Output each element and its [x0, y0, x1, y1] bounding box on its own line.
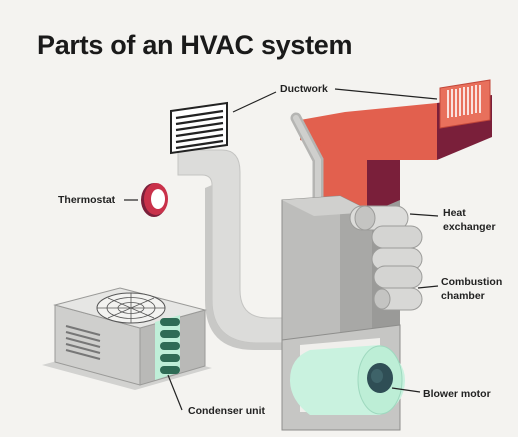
flue-pipe	[290, 112, 324, 206]
label-condenser-unit: Condenser unit	[188, 405, 266, 417]
label-thermostat: Thermostat	[58, 194, 116, 206]
callout-ductwork-left	[232, 91, 277, 113]
callout-heat-exchanger	[409, 213, 439, 217]
page-title: Parts of an HVAC system	[37, 30, 353, 60]
return-duct	[177, 149, 291, 350]
callout-lines	[124, 88, 439, 411]
vent-grille-icon	[170, 101, 228, 155]
blower-motor	[290, 345, 405, 415]
callout-ductwork-right	[334, 88, 438, 100]
condenser-vents	[65, 325, 101, 360]
label-combustion-chamber-2: chamber	[441, 290, 485, 302]
callout-blower-motor	[391, 387, 421, 393]
supply-duct	[300, 79, 492, 270]
thermostat-icon	[141, 183, 168, 217]
condenser-unit	[42, 287, 212, 390]
label-heat-exchanger-2: exchanger	[443, 221, 496, 233]
heat-exchanger	[349, 205, 423, 271]
callout-condenser-unit	[167, 374, 183, 411]
fan-grille-icon	[96, 292, 166, 324]
label-combustion-chamber-1: Combustion	[441, 276, 502, 288]
combustion-chamber	[373, 265, 423, 311]
condenser-coil	[155, 315, 180, 380]
label-blower-motor: Blower motor	[423, 388, 491, 400]
supply-grille	[447, 85, 481, 118]
label-ductwork: Ductwork	[280, 83, 328, 95]
callout-combustion-chamber	[417, 285, 439, 289]
label-heat-exchanger-1: Heat	[443, 207, 466, 219]
